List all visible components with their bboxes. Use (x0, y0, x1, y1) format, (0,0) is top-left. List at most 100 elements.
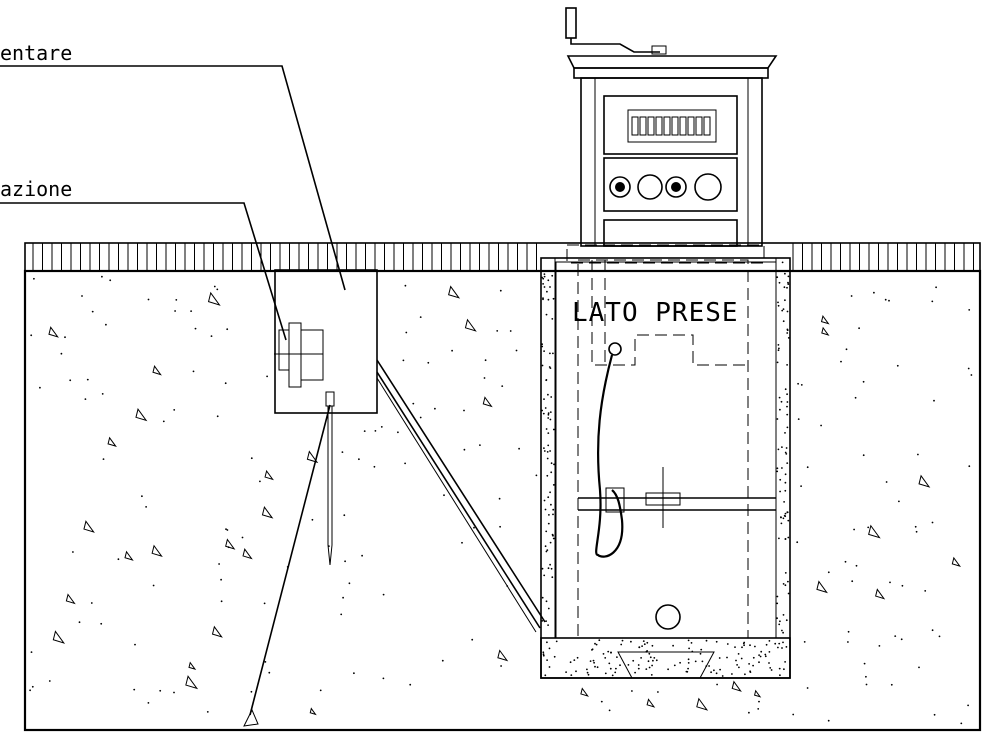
slab-stipple-dot (743, 644, 745, 647)
aggregate-triangle (185, 675, 199, 690)
stipple-dot (894, 635, 897, 637)
wall-stipple-dot (543, 450, 546, 452)
wall-stipple-dot (784, 473, 787, 476)
stipple-dot (241, 536, 244, 539)
slab-stipple-dot (731, 673, 733, 675)
stipple-dot (758, 700, 760, 703)
retracted-column-outline (577, 259, 749, 639)
wall-stipple-dot (543, 286, 546, 288)
connector-gland-outer (288, 322, 302, 388)
wall-stipple-dot (784, 489, 787, 492)
wall-stipple-dot (786, 329, 789, 332)
stipple-dot (500, 665, 502, 667)
aggregate-triangle (696, 697, 709, 711)
wall-stipple-dot (784, 451, 787, 454)
wall-stipple-dot (786, 405, 788, 408)
hatch-lines (32, 243, 974, 271)
stipple-dot (33, 277, 35, 280)
stipple-dot (827, 719, 830, 722)
slab-stipple-dot (690, 642, 693, 644)
stipple-dot (173, 691, 175, 694)
aggregate-triangle (152, 364, 162, 376)
wall-stipple-dot (549, 563, 551, 566)
concrete-stipple (29, 275, 973, 725)
stipple-dot (851, 580, 854, 583)
wall-stipple-dot (778, 396, 781, 399)
slab-stipple-dot (779, 674, 781, 677)
wall-stipple-dot (780, 400, 783, 403)
slab-stipple-dot (653, 657, 656, 659)
stipple-dot (348, 582, 351, 585)
column-body (580, 77, 763, 247)
conduit-line-c (376, 377, 537, 633)
wall-stipple-dot (543, 499, 546, 502)
slab-stipple-dot (637, 664, 640, 666)
socket-4 (694, 173, 722, 201)
slab-stipple-dot (616, 656, 618, 658)
wall-stipple-dot (786, 310, 789, 313)
slab-stipple-dot (758, 661, 760, 664)
stipple-dot (48, 680, 51, 682)
stipple-dot (340, 613, 343, 616)
surface-band (24, 242, 981, 272)
stipple-dot (970, 374, 973, 376)
slab-stipple-dot (777, 646, 779, 649)
cable-clamp (605, 487, 625, 513)
wall-stipple-dot (541, 620, 544, 622)
stipple-dot (631, 690, 633, 692)
stipple-dot (30, 651, 33, 653)
wall-stipple-dot (545, 428, 548, 430)
stipple-dot (311, 518, 314, 521)
wall-stipple-dot (550, 567, 553, 570)
stipple-dot (60, 352, 63, 355)
slab-stipple-dot (647, 660, 650, 663)
slab-stipple-dot (667, 668, 669, 671)
stipple-dot (101, 275, 103, 278)
slab-stipple-dot (604, 672, 607, 675)
slab-stipple-dot (764, 655, 767, 658)
wall-stipple-dot (776, 595, 779, 598)
stipple-dot (373, 465, 376, 468)
callout-group: entare azione (0, 41, 346, 727)
slab-stipple-dot (615, 667, 617, 670)
stipple-dot (968, 465, 971, 468)
slab-stipple-dot (643, 643, 646, 646)
stipple-dot (748, 711, 750, 714)
stipple-dot (499, 289, 502, 292)
slab-stipple-dot (575, 670, 577, 673)
wall-stipple-dot (549, 286, 551, 288)
breaker-module (631, 116, 639, 136)
slab-stipple-dot (687, 667, 689, 670)
stipple-dot (84, 398, 87, 400)
stipple-dot (29, 689, 31, 692)
wall-stipple-dot (541, 364, 544, 367)
slab-stipple-dot (548, 647, 551, 650)
stipple-dot (250, 690, 253, 693)
wall-stipple-dot (785, 619, 788, 622)
wall-stipple-dot (777, 448, 780, 451)
wall-stipple-dot (786, 426, 789, 429)
wall-stipple-dot (776, 602, 779, 605)
wall-stipple-dot (779, 620, 781, 623)
stipple-dot (473, 526, 475, 529)
stipple-dot (216, 288, 219, 291)
stipple-dot (341, 451, 344, 453)
wall-stipple-dot (784, 584, 787, 587)
wall-stipple-dot (546, 457, 549, 460)
callout-label-middle: azione (0, 177, 72, 201)
wall-stipple-dot (776, 470, 779, 473)
slab-stipple-dot (764, 653, 767, 656)
wall-stipple-dot (783, 286, 786, 289)
aggregate-triangle (211, 625, 223, 638)
stipple-dot (797, 418, 800, 420)
junction-box (274, 269, 378, 414)
stipple-dot (117, 558, 120, 561)
slab-stipple-dot (614, 671, 617, 674)
wall-stipple-dot (777, 349, 780, 352)
stipple-dot (162, 420, 165, 423)
wall-stipple-dot (547, 624, 549, 626)
wall-stipple-dot (547, 413, 550, 416)
wall-stipple-dot (549, 352, 551, 355)
stipple-dot (933, 713, 936, 716)
breaker-module (671, 116, 679, 136)
